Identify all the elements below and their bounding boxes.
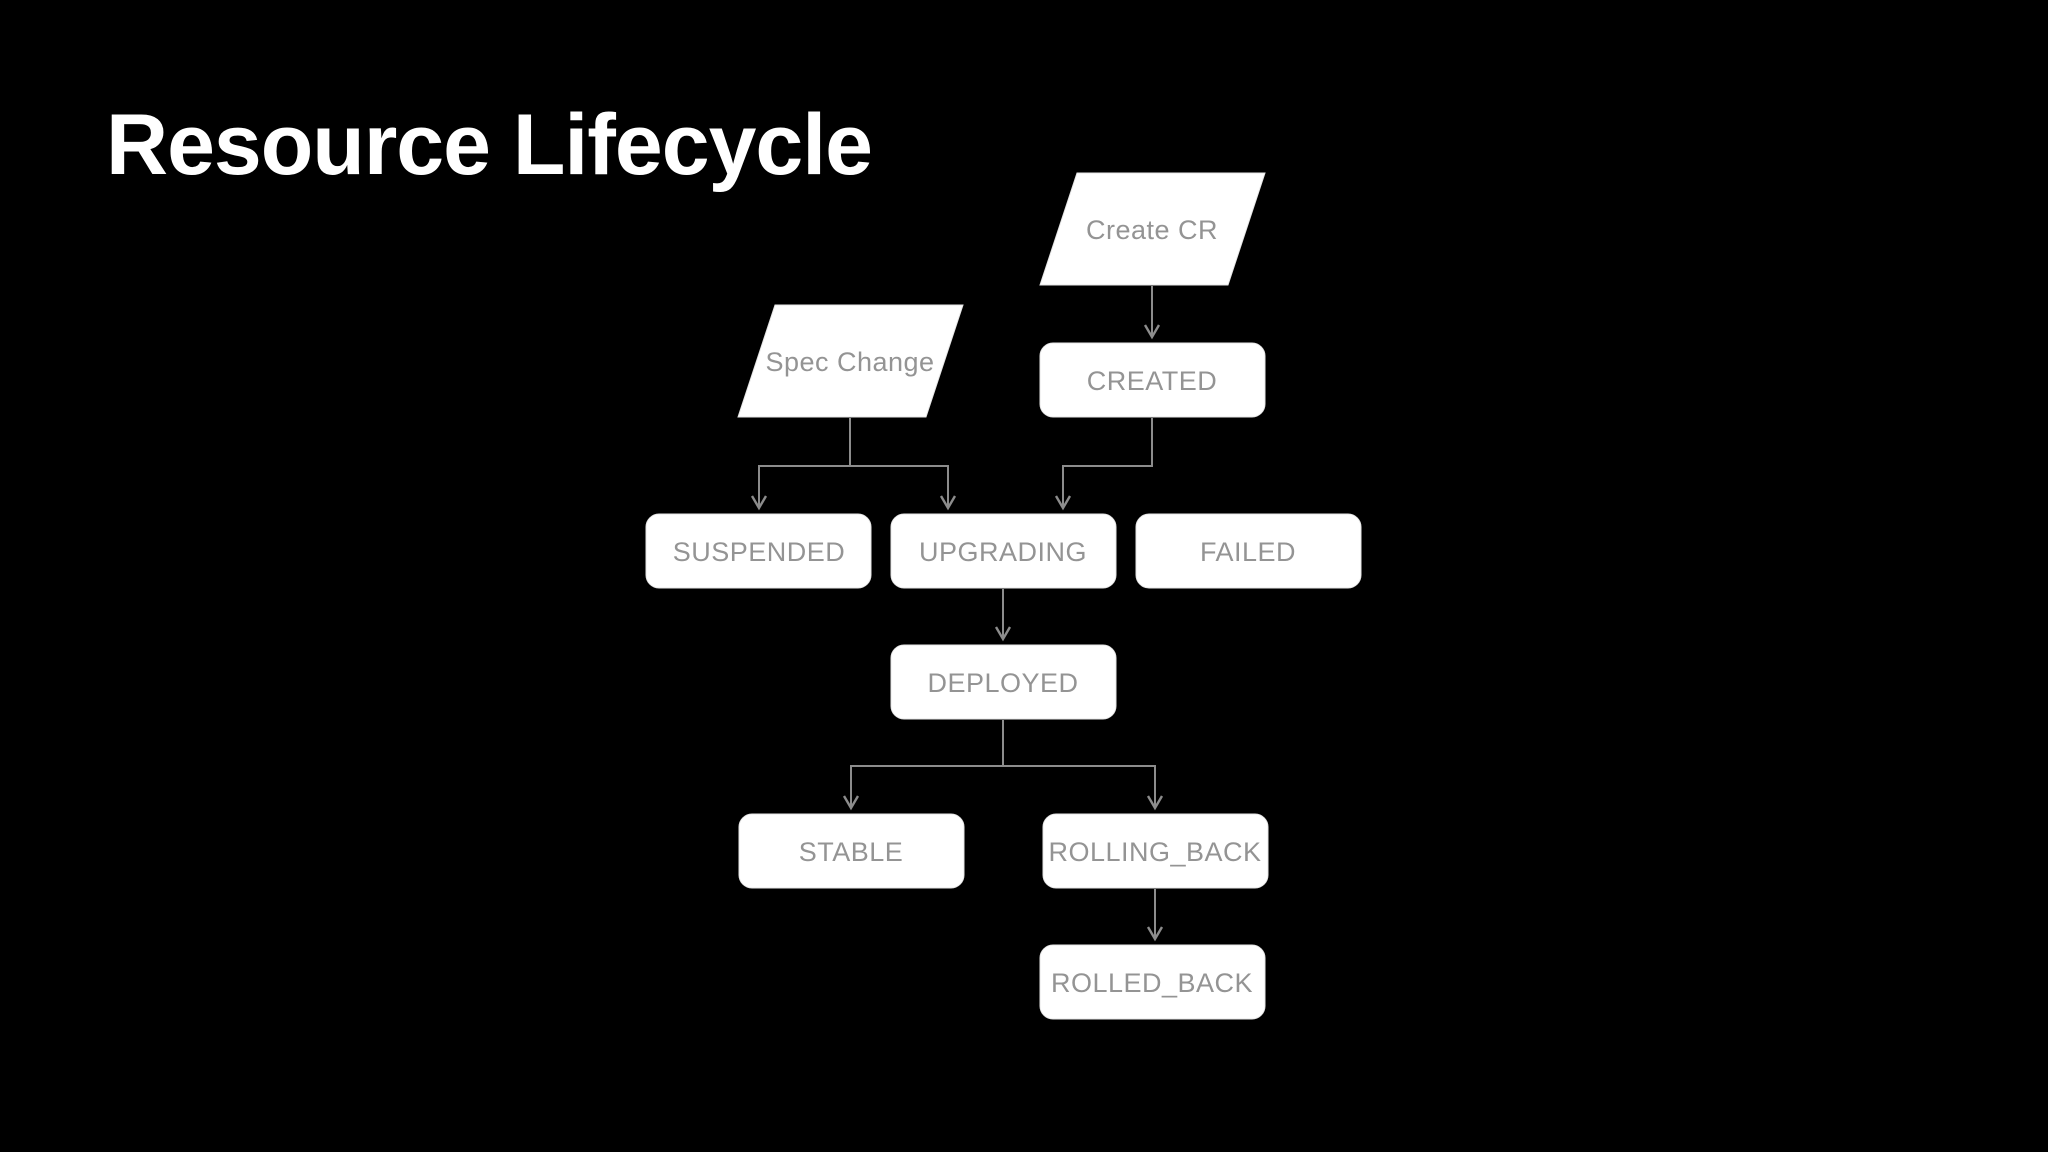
stable-shape — [738, 813, 965, 889]
node-stable: STABLE — [738, 813, 965, 889]
edge-deployed-to-rolling-back — [1002, 720, 1164, 811]
upgrading-label: UPGRADING — [919, 537, 1087, 567]
suspended-label: SUSPENDED — [673, 537, 846, 567]
node-upgrading: UPGRADING — [890, 513, 1117, 589]
created-label: CREATED — [1087, 366, 1218, 396]
created-shape — [1039, 342, 1266, 418]
rolling-back-shape — [1042, 813, 1269, 889]
edge-spec-change-to-suspended — [750, 418, 851, 511]
suspended-shape — [645, 513, 872, 589]
node-suspended: SUSPENDED — [645, 513, 872, 589]
failed-label: FAILED — [1200, 537, 1296, 567]
spec-change-label: Spec Change — [765, 347, 934, 377]
edge-created-to-upgrading — [1054, 418, 1153, 511]
node-rolled-back: ROLLED_BACK — [1039, 944, 1266, 1020]
upgrading-shape — [890, 513, 1117, 589]
create-cr-label: Create CR — [1086, 215, 1218, 245]
node-failed: FAILED — [1135, 513, 1362, 589]
rolled-back-shape — [1039, 944, 1266, 1020]
create-cr-shape — [1039, 172, 1266, 286]
page-title: Resource Lifecycle — [106, 97, 872, 193]
rolled-back-label: ROLLED_BACK — [1051, 968, 1253, 998]
failed-shape — [1135, 513, 1362, 589]
node-deployed: DEPLOYED — [890, 644, 1117, 720]
spec-change-shape — [737, 304, 964, 418]
node-created: CREATED — [1039, 342, 1266, 418]
stable-label: STABLE — [799, 837, 904, 867]
edge-spec-change-to-upgrading — [849, 418, 957, 511]
rolling-back-label: ROLLING_BACK — [1048, 837, 1261, 867]
deployed-shape — [890, 644, 1117, 720]
node-rolling-back: ROLLING_BACK — [1042, 813, 1269, 889]
node-create-cr: Create CR — [1039, 172, 1266, 286]
node-spec-change: Spec Change — [737, 304, 964, 418]
deployed-label: DEPLOYED — [927, 668, 1078, 698]
edge-deployed-to-stable — [842, 720, 1004, 811]
